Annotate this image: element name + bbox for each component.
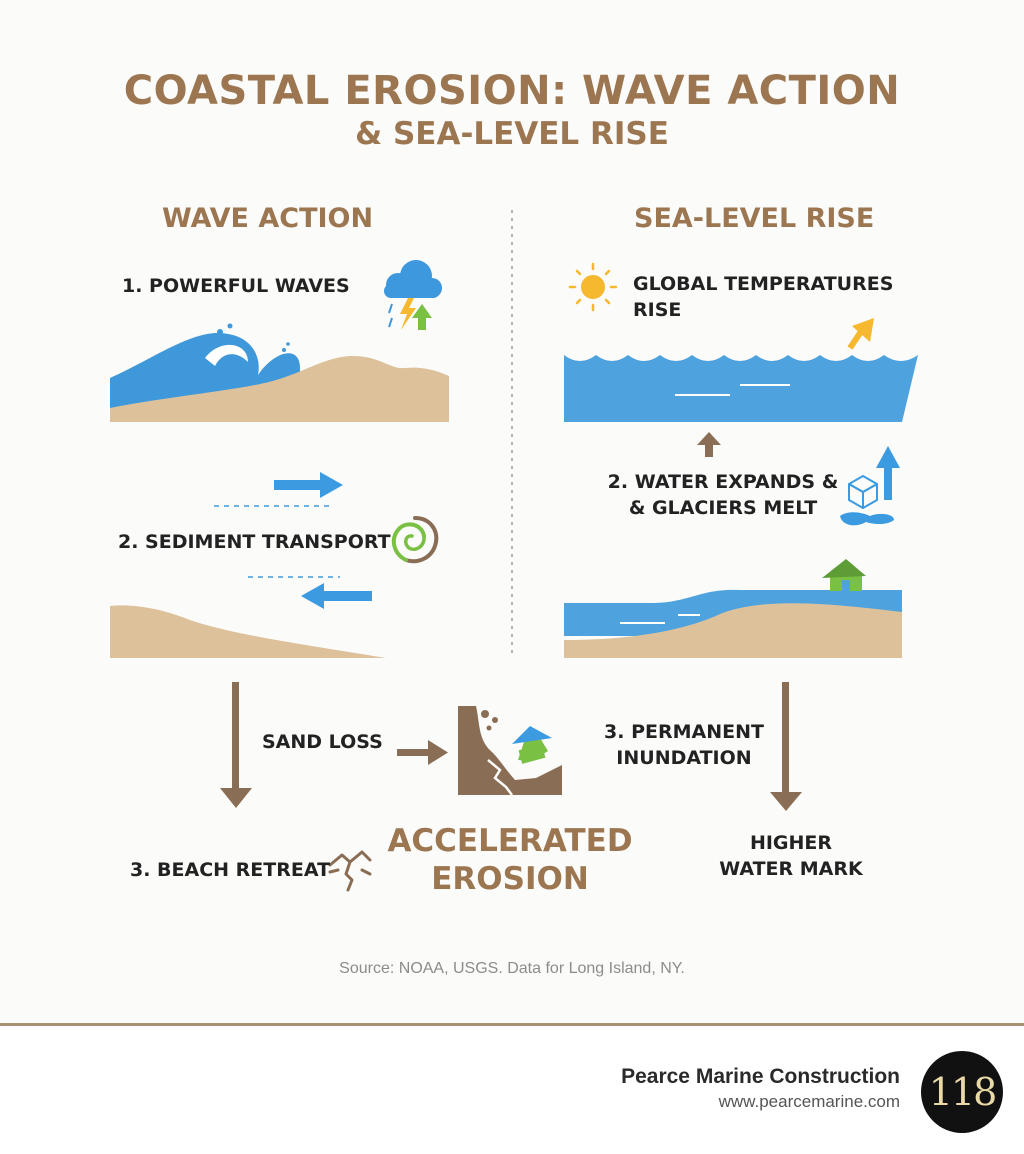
accelerated-erosion-label: ACCELERATED EROSION — [380, 822, 640, 898]
source-note: Source: NOAA, USGS. Data for Long Island… — [339, 960, 685, 977]
beach-retreat-label: 3. BEACH RETREAT — [130, 859, 331, 881]
coastline-sand — [564, 603, 902, 658]
water-expands-label: 2. WATER EXPANDS & & GLACIERS MELT — [600, 469, 846, 521]
spiral-icon — [391, 516, 439, 564]
right-down-arrow — [770, 682, 802, 811]
sea-level-rise-heading: SEA-LEVEL RISE — [634, 203, 875, 234]
house-icon — [822, 559, 866, 591]
accelerated-erosion-line1: ACCELERATED — [387, 823, 633, 859]
blue-up-arrow — [876, 446, 900, 500]
sediment-arrows — [214, 472, 372, 609]
higher-water-mark-label: HIGHER WATER MARK — [700, 830, 882, 882]
sand-loss-arrow — [397, 740, 448, 765]
permanent-inundation-label: 3. PERMANENT INUNDATION — [598, 719, 770, 771]
ice-cube-icon — [848, 475, 878, 509]
sediment-transport-label: 2. SEDIMENT TRANSPORT — [118, 531, 391, 553]
left-down-arrow — [220, 682, 252, 808]
permanent-inundation-line2: INUNDATION — [616, 747, 752, 769]
main-title-line2: & SEA-LEVEL RISE — [355, 116, 669, 152]
higher-water-mark-line1: HIGHER — [749, 832, 833, 854]
global-temperatures-line2: RISE — [633, 299, 682, 321]
badge-number: 118 — [928, 1070, 998, 1114]
powerful-waves-label: 1. POWERFUL WAVES — [122, 275, 350, 297]
sun-icon — [568, 262, 618, 312]
higher-water-mark-line2: WATER MARK — [719, 858, 863, 880]
global-temperatures-label: GLOBAL TEMPERATURES RISE — [633, 271, 893, 323]
page-number-badge: 118 — [921, 1051, 1003, 1133]
sand-loss-label: SAND LOSS — [262, 731, 383, 753]
footer-divider — [0, 1023, 1024, 1026]
diagram-artwork — [110, 210, 918, 892]
wave-action-heading: WAVE ACTION — [162, 203, 374, 234]
rising-arrow-icon — [847, 318, 874, 350]
water-expands-line1: 2. WATER EXPANDS & — [607, 471, 839, 493]
up-arrow-small — [697, 432, 721, 457]
melt-puddle-icon — [840, 512, 894, 526]
wave-scene — [110, 323, 449, 422]
permanent-inundation-line1: 3. PERMANENT — [604, 721, 764, 743]
storm-cloud-icon — [384, 260, 442, 330]
company-name: Pearce Marine Construction — [621, 1065, 900, 1088]
sea-level-water — [564, 355, 918, 422]
company-website: www.pearcemarine.com — [718, 1092, 900, 1111]
global-temperatures-line1: GLOBAL TEMPERATURES — [633, 273, 894, 295]
main-title-line1: COASTAL EROSION: WAVE ACTION — [123, 68, 901, 114]
water-expands-line2: & GLACIERS MELT — [628, 497, 818, 519]
crack-icon — [328, 850, 372, 892]
landslide-icon — [458, 706, 562, 796]
beach-slope — [110, 605, 386, 658]
accelerated-erosion-line2: EROSION — [431, 861, 589, 897]
